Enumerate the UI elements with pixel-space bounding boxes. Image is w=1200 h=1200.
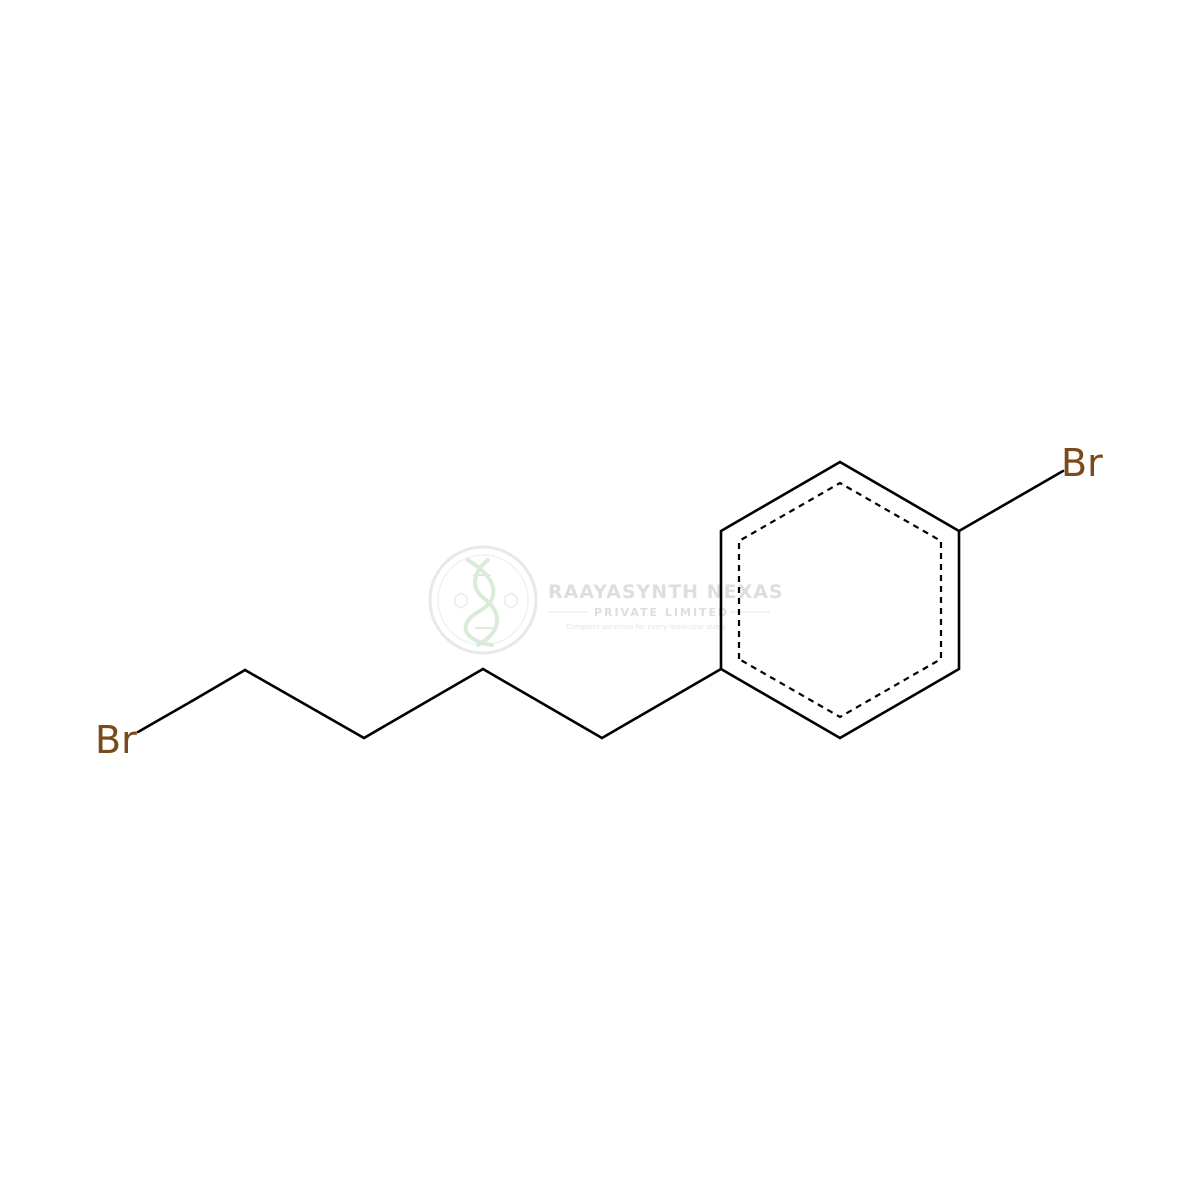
bond-c2-c3 — [362, 667, 485, 740]
watermark-logo-ring — [428, 545, 538, 655]
atom-label-br-left: Br — [95, 718, 137, 762]
bond-c1-c1b — [190, 668, 247, 703]
watermark-subtitle: PRIVATE LIMITED — [594, 606, 729, 619]
ring-aromatic-dashed — [737, 481, 943, 719]
watermark-tagline: Complete solutions for every molecular q… — [566, 623, 727, 631]
bond-c3-c4 — [481, 667, 604, 740]
alkyl-chain — [136, 667, 723, 740]
bond-c1-c2 — [243, 668, 366, 740]
bond-ring-br-brown — [1009, 469, 1065, 503]
atom-label-br-right: Br — [1061, 441, 1103, 485]
aryl-bromide-bond — [957, 469, 1065, 533]
bond-c4-ring — [600, 667, 723, 740]
watermark-company: RAAYASYNTH NEXAS — [548, 581, 784, 603]
bond-ring-br-black — [957, 499, 1013, 533]
watermark: RAAYASYNTH NEXAS PRIVATE LIMITED Complet… — [428, 545, 784, 655]
bond-br-c1 — [136, 699, 194, 734]
dna-icon — [463, 558, 499, 647]
hexagon-icon — [454, 592, 518, 609]
